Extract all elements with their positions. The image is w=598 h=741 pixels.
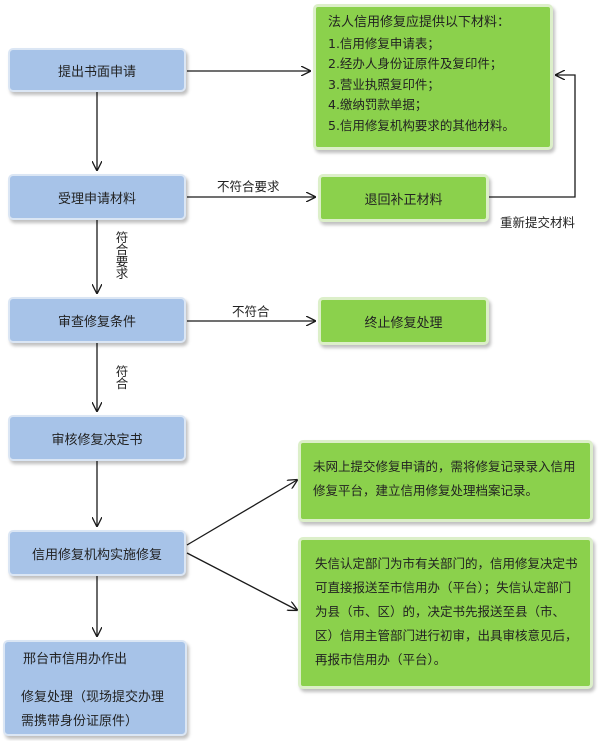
terminate-label: 终止修复处理: [364, 315, 443, 331]
return-materials-box: 退回补正材料: [318, 174, 489, 222]
note-dept-text: 失信认定部门为市有关部门的，信用修复决定书可直接报送至市信用办（平台）；失信认定…: [315, 556, 578, 667]
step-implement-repair: 信用修复机构实施修复: [8, 530, 186, 576]
final-line-1: 邢台市信用办作出: [23, 652, 128, 667]
step-submit-label: 提出书面申请: [57, 64, 136, 80]
materials-item: 2.经办人身份证原件及复印件；: [328, 56, 503, 71]
materials-item: 3.营业执照复印件；: [328, 76, 440, 92]
step-review-conditions: 审查修复条件: [8, 297, 186, 343]
materials-item: 4.缴纳罚款单据；: [328, 97, 428, 112]
label-resubmit: 重新提交材料: [500, 215, 576, 230]
materials-title: 法人信用修复应提供以下材料：: [328, 15, 511, 30]
step-decide-label: 审核修复决定书: [51, 432, 143, 448]
note-online-text: 未网上提交修复申请的，需将修复记录录入信用修复平台，建立信用修复处理档案记录。: [313, 459, 576, 498]
final-line-2: 修复处理（现场提交办理: [21, 690, 165, 705]
step-submit-application: 提出书面申请: [8, 48, 186, 92]
return-materials-label: 退回补正材料: [364, 192, 443, 208]
terminate-box: 终止修复处理: [318, 297, 489, 345]
label-not-meet-requirements: 不符合要求: [217, 179, 280, 194]
final-line-3: 需携带身份证原件）: [21, 714, 139, 729]
label-not-meet: 不符合: [232, 304, 270, 319]
note-dept-box: 失信认定部门为市有关部门的，信用修复决定书可直接报送至市信用办（平台）；失信认定…: [298, 537, 593, 689]
step-accept-label: 受理申请材料: [57, 191, 136, 207]
step-final-processing: 邢台市信用办作出 修复处理（现场提交办理 需携带身份证原件）: [3, 640, 187, 736]
step-review-label: 审查修复条件: [57, 314, 136, 330]
materials-box: 法人信用修复应提供以下材料： 1.信用修复申请表； 2.经办人身份证原件及复印件…: [313, 4, 553, 150]
note-online-box: 未网上提交修复申请的，需将修复记录录入信用修复平台，建立信用修复处理档案记录。: [298, 440, 593, 522]
label-meets: 符合: [115, 364, 129, 391]
step-decision-approval: 审核修复决定书: [8, 415, 186, 461]
label-meets-requirements: 符合要求: [115, 230, 129, 281]
materials-item: 5.信用修复机构要求的其他材料。: [328, 117, 515, 133]
arrow-implement-to-note-dept: [186, 552, 297, 610]
materials-item: 1.信用修复申请表；: [328, 35, 440, 51]
step-accept-materials: 受理申请材料: [8, 174, 186, 220]
arrow-implement-to-note-online: [186, 480, 297, 546]
step-implement-label: 信用修复机构实施修复: [31, 547, 162, 563]
arrow-return-to-materials: [489, 75, 576, 198]
